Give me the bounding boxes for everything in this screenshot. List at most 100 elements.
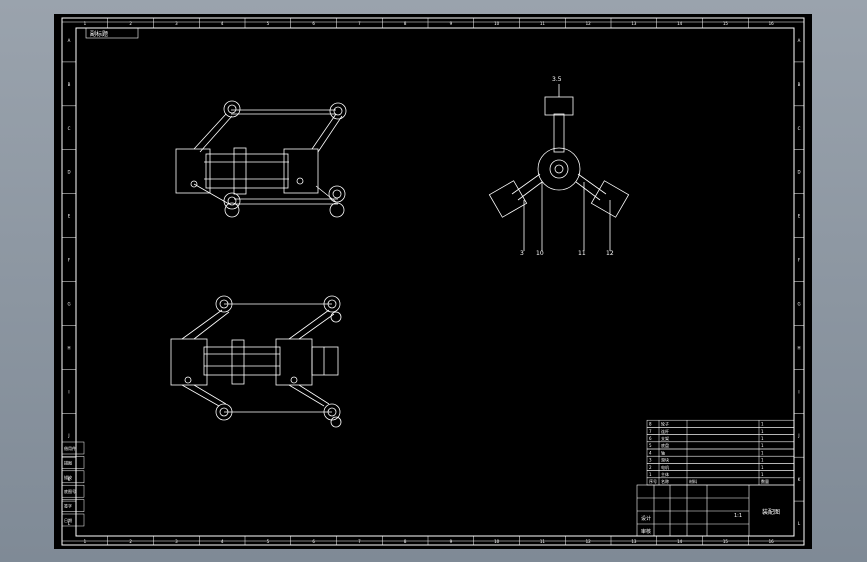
zone-label-top: 4 — [221, 21, 224, 26]
arm-lower-left — [193, 183, 230, 205]
plan-coupling — [231, 339, 245, 385]
zone-label-left: F — [68, 258, 71, 263]
stamp-cell — [61, 441, 85, 455]
body-block-right — [283, 148, 319, 194]
callout-top: 3.5 — [552, 76, 562, 83]
body-block-left — [175, 148, 211, 194]
bom-cell: 连杆 — [661, 428, 669, 434]
bom-cell: 滑块 — [661, 457, 669, 463]
bom-row — [646, 427, 795, 435]
zone-label-bottom: 12 — [586, 539, 592, 544]
bom-cell: 序号 — [649, 478, 657, 484]
zone-label-left: K — [68, 477, 71, 482]
zone-label-right: I — [798, 389, 799, 394]
zone-label-bottom: 1 — [84, 539, 87, 544]
zone-label-bottom: 15 — [723, 539, 729, 544]
zone-label-right: K — [798, 477, 801, 482]
zone-label-left: E — [68, 214, 71, 219]
bom-cell: 数量 — [761, 478, 769, 484]
zone-label-right: B — [798, 82, 801, 87]
zone-label-bottom: 2 — [129, 539, 132, 544]
tab-label: 副标题 — [90, 30, 108, 38]
bom-cell: 1 — [761, 436, 764, 441]
zone-label-bottom: 3 — [175, 539, 178, 544]
zone-label-right: J — [797, 433, 799, 438]
bom-cell: 4 — [649, 450, 652, 455]
zone-label-bottom: 5 — [267, 539, 270, 544]
front-view — [175, 100, 347, 218]
plan-view — [170, 295, 342, 428]
plan-block-left — [170, 338, 208, 386]
bom-cell: 6 — [649, 436, 652, 441]
bom-cell: 1 — [649, 472, 652, 477]
zone-label-left: B — [68, 82, 71, 87]
zone-label-right: D — [797, 170, 800, 175]
zone-label-top: 15 — [723, 21, 729, 26]
bom-cell: 1 — [761, 458, 764, 463]
title-block-scale: 1:1 — [734, 513, 742, 519]
joint — [190, 180, 198, 188]
bom-cell: 1 — [761, 422, 764, 427]
hub-inner — [549, 159, 569, 179]
stamp-cell — [61, 470, 85, 484]
stamp-cell — [61, 484, 85, 498]
zone-label-right: G — [797, 301, 800, 306]
bom-cell: 主体 — [661, 471, 669, 477]
zone-label-right: H — [797, 345, 800, 350]
arm-right — [577, 173, 607, 195]
wheel-ll2 — [224, 202, 240, 218]
zone-label-top: 9 — [450, 21, 453, 26]
zone-label-bottom: 13 — [631, 539, 637, 544]
zone-label-bottom: 6 — [312, 539, 315, 544]
zone-label-bottom: 16 — [769, 539, 775, 544]
zone-label-top: 1 — [84, 21, 87, 26]
zone-label-left: G — [67, 301, 70, 306]
callout-10: 10 — [536, 250, 544, 257]
bom-cell: 5 — [649, 443, 652, 448]
zone-label-top: 2 — [129, 21, 132, 26]
zone-label-left: C — [68, 126, 71, 131]
arm-lower-right — [315, 185, 337, 203]
zone-label-bottom: 4 — [221, 539, 224, 544]
stamp-label: 底图号 — [64, 488, 76, 494]
zone-label-left: J — [67, 433, 69, 438]
bom-row — [646, 419, 795, 428]
bom-cell: 轮子 — [661, 421, 669, 427]
bom-cell: 材料 — [689, 478, 697, 484]
stamp-cell — [61, 513, 85, 527]
zone-label-right: F — [798, 258, 801, 263]
center-rail — [205, 153, 289, 189]
bom-row — [646, 477, 795, 486]
bom-row — [646, 441, 795, 450]
zone-label-top: 7 — [358, 21, 361, 26]
wheel-left — [488, 180, 528, 218]
zone-label-right: E — [798, 214, 801, 219]
bom-cell: 轴 — [661, 449, 665, 455]
zone-label-top: 12 — [586, 21, 592, 26]
zone-label-top: 8 — [404, 21, 407, 26]
zone-label-bottom: 7 — [358, 539, 361, 544]
title-block-checker: 审核 — [641, 528, 651, 535]
wheel-lr — [328, 185, 346, 203]
stamp-label: 签字 — [64, 503, 72, 509]
zone-label-top: 5 — [267, 21, 270, 26]
bom-row — [646, 463, 795, 471]
zone-label-left: L — [68, 521, 71, 526]
inner-border — [75, 27, 795, 537]
wheel-ll — [223, 192, 241, 210]
end-view — [488, 84, 630, 251]
bom-row — [646, 455, 795, 464]
hub-outer — [537, 147, 581, 191]
stamp-label: 日期 — [64, 517, 72, 523]
bom-cell: 1 — [761, 429, 764, 434]
title-block-designer: 设计 — [641, 515, 651, 522]
callout-12: 12 — [606, 250, 614, 257]
zone-label-bottom: 8 — [404, 539, 407, 544]
tab-box — [85, 27, 139, 39]
bom-cell: 3 — [649, 458, 652, 463]
